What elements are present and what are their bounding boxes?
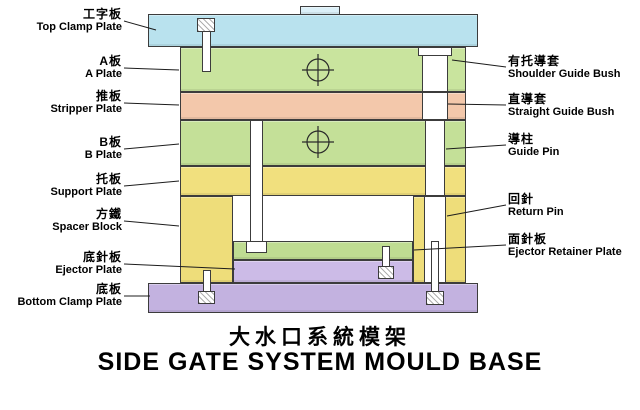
label-a-plate: A板 A Plate bbox=[4, 55, 122, 81]
label-straight-guide-bush: 直導套 Straight Guide Bush bbox=[508, 93, 640, 119]
cap-screw-ejector-shaft bbox=[382, 246, 390, 267]
label-return-pin-zh: 回針 bbox=[508, 192, 535, 206]
return-pin-head bbox=[246, 241, 267, 253]
label-shoulder-guide-bush-zh: 有托導套 bbox=[508, 54, 561, 68]
cap-screw-top-left-shaft bbox=[202, 31, 211, 72]
label-spacer-block: 方鐵 Spacer Block bbox=[4, 208, 122, 234]
label-spacer-block-en: Spacer Block bbox=[52, 221, 122, 233]
label-bottom-clamp-plate-en: Bottom Clamp Plate bbox=[17, 296, 122, 308]
label-b-plate-en: B Plate bbox=[84, 149, 122, 161]
cap-screw-bottom-left-shaft bbox=[203, 270, 211, 292]
cap-screw-top-left-head bbox=[197, 18, 215, 32]
label-b-plate: B板 B Plate bbox=[4, 136, 122, 162]
support-plate bbox=[180, 166, 466, 196]
b-plate bbox=[180, 120, 466, 166]
label-support-plate-en: Support Plate bbox=[50, 186, 122, 198]
label-ejector-retainer-plate-zh: 面針板 bbox=[508, 232, 548, 246]
label-straight-guide-bush-zh: 直導套 bbox=[508, 92, 548, 106]
label-ejector-plate: 底針板 Ejector Plate bbox=[4, 251, 122, 277]
label-top-clamp-plate-en: Top Clamp Plate bbox=[36, 21, 122, 33]
label-bottom-clamp-plate: 底板 Bottom Clamp Plate bbox=[4, 283, 122, 309]
straight-guide-bush bbox=[422, 92, 448, 120]
cap-screw-right-head bbox=[426, 291, 444, 305]
guide-pin bbox=[425, 120, 445, 196]
title-chinese: 大水口系統模架 bbox=[229, 326, 411, 349]
label-shoulder-guide-bush: 有托導套 Shoulder Guide Bush bbox=[508, 55, 640, 81]
cap-screw-bottom-left-head bbox=[198, 291, 215, 304]
label-stripper-plate: 推板 Stripper Plate bbox=[4, 90, 122, 116]
label-straight-guide-bush-en: Straight Guide Bush bbox=[508, 106, 615, 118]
label-a-plate-zh: A板 bbox=[99, 54, 122, 68]
label-bottom-clamp-plate-zh: 底板 bbox=[95, 282, 122, 296]
label-guide-pin: 導柱 Guide Pin bbox=[508, 133, 640, 159]
label-guide-pin-zh: 導柱 bbox=[508, 132, 535, 146]
label-return-pin: 回針 Return Pin bbox=[508, 193, 640, 219]
label-top-clamp-plate: 工字板 Top Clamp Plate bbox=[4, 8, 122, 34]
label-b-plate-zh: B板 bbox=[99, 135, 122, 149]
label-support-plate-zh: 托板 bbox=[95, 172, 122, 186]
label-ejector-retainer-plate: 面針板 Ejector Retainer Plate bbox=[508, 233, 640, 259]
label-guide-pin-en: Guide Pin bbox=[508, 146, 560, 158]
label-stripper-plate-en: Stripper Plate bbox=[50, 103, 122, 115]
label-shoulder-guide-bush-en: Shoulder Guide Bush bbox=[508, 68, 621, 80]
cap-screw-right-shaft bbox=[431, 241, 439, 292]
ejector-retainer-plate bbox=[233, 241, 413, 260]
shoulder-guide-bush bbox=[422, 55, 448, 92]
label-a-plate-en: A Plate bbox=[85, 68, 122, 80]
label-spacer-block-zh: 方鐵 bbox=[95, 207, 122, 221]
label-ejector-plate-zh: 底針板 bbox=[82, 250, 122, 264]
label-ejector-plate-en: Ejector Plate bbox=[55, 264, 122, 276]
ejector-plate bbox=[233, 260, 413, 283]
cap-screw-ejector-head bbox=[378, 266, 394, 279]
label-return-pin-en: Return Pin bbox=[508, 206, 564, 218]
label-stripper-plate-zh: 推板 bbox=[95, 89, 122, 103]
label-ejector-retainer-plate-en: Ejector Retainer Plate bbox=[508, 246, 622, 258]
label-top-clamp-plate-zh: 工字板 bbox=[82, 7, 122, 21]
title-english: SIDE GATE SYSTEM MOULD BASE bbox=[97, 348, 543, 376]
label-support-plate: 托板 Support Plate bbox=[4, 173, 122, 199]
stripper-plate bbox=[180, 92, 466, 120]
return-pin bbox=[250, 120, 263, 242]
